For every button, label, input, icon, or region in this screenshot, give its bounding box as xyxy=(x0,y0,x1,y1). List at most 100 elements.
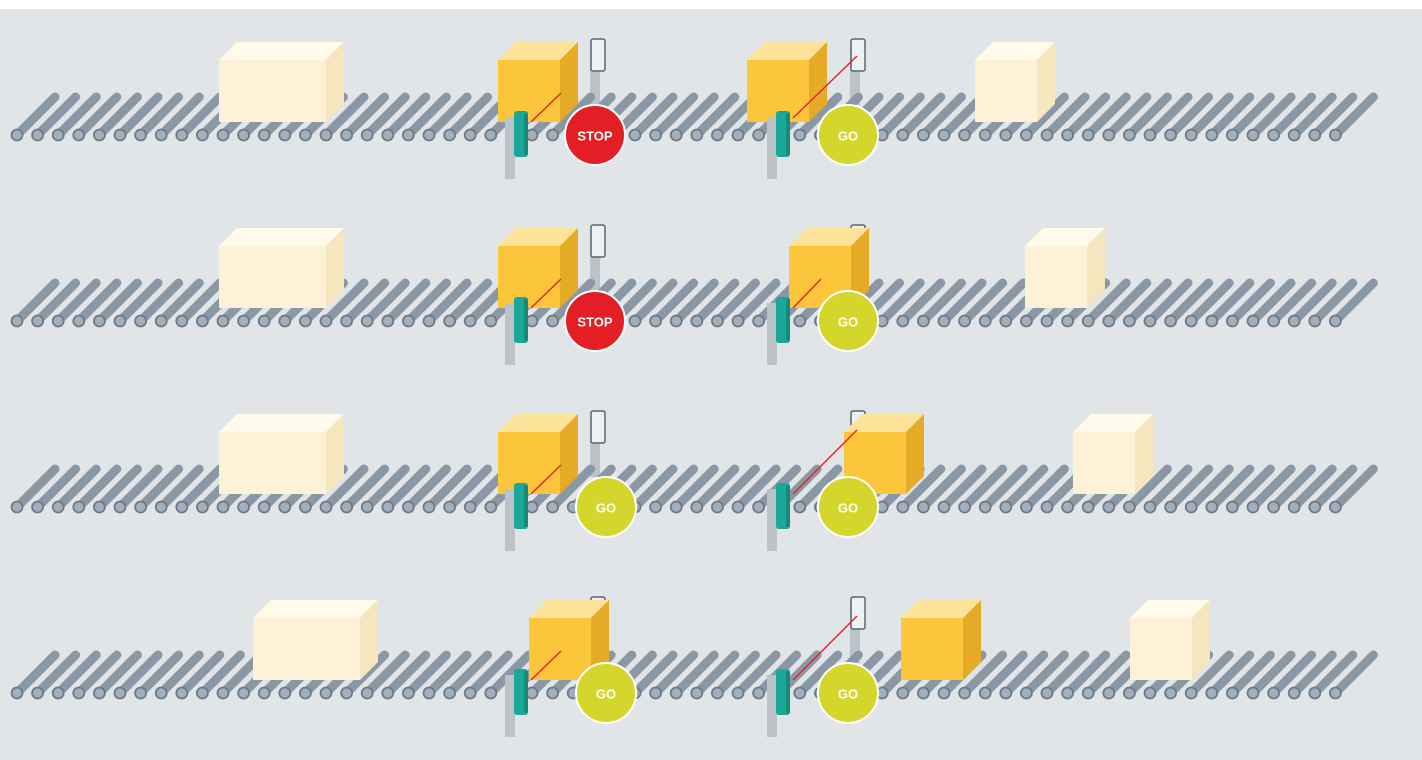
roller xyxy=(1145,92,1193,140)
roller xyxy=(548,464,596,512)
roller-end xyxy=(1205,686,1219,700)
roller-end xyxy=(31,128,44,142)
conveyor-belt xyxy=(10,464,1378,514)
roller-end xyxy=(1287,686,1301,700)
roller xyxy=(177,464,225,512)
signal-label: STOP xyxy=(577,315,612,330)
roller xyxy=(651,650,699,698)
box-side xyxy=(1037,42,1055,122)
signal-disc xyxy=(817,476,879,538)
roller-end xyxy=(793,128,807,142)
roller xyxy=(1248,650,1296,698)
box-top xyxy=(747,42,827,60)
roller-end xyxy=(72,500,86,514)
roller xyxy=(1083,278,1131,326)
box-side xyxy=(963,600,981,680)
roller-end xyxy=(731,128,745,142)
roller-end xyxy=(731,686,745,700)
roller xyxy=(939,464,987,512)
receiver-unit xyxy=(850,596,866,630)
roller-end xyxy=(422,686,436,700)
roller-end xyxy=(93,314,106,328)
roller xyxy=(1227,464,1275,512)
roller-end xyxy=(237,686,251,700)
roller-end xyxy=(711,500,724,514)
roller-end xyxy=(216,500,230,514)
roller-end xyxy=(1308,314,1322,328)
roller xyxy=(342,464,390,512)
roller xyxy=(1042,650,1090,698)
roller xyxy=(33,464,81,512)
roller xyxy=(403,278,451,326)
roller-end xyxy=(175,686,189,700)
roller xyxy=(651,464,699,512)
roller-end xyxy=(278,314,292,328)
roller xyxy=(403,464,451,512)
roller xyxy=(1166,92,1214,140)
roller xyxy=(1310,92,1358,140)
roller xyxy=(33,278,81,326)
go-signal: GO xyxy=(575,662,637,724)
laser-beam xyxy=(530,278,562,309)
roller-end xyxy=(1102,686,1116,700)
roller-end xyxy=(381,686,395,700)
roller-end xyxy=(51,128,65,142)
box-top xyxy=(844,414,924,432)
roller-end xyxy=(690,314,704,328)
roller-end xyxy=(298,128,312,142)
roller-end xyxy=(134,314,148,328)
roller xyxy=(383,278,431,326)
roller-end xyxy=(93,686,106,700)
roller xyxy=(1330,464,1378,512)
roller-end xyxy=(175,314,189,328)
roller-end xyxy=(958,128,971,142)
roller-end xyxy=(690,686,704,700)
roller xyxy=(424,278,472,326)
box-side xyxy=(560,228,578,308)
roller xyxy=(692,278,740,326)
box-side xyxy=(851,228,869,308)
roller-end xyxy=(546,686,559,700)
roller-end xyxy=(237,314,251,328)
roller-end xyxy=(793,314,807,328)
roller-end xyxy=(278,128,292,142)
laser-beam xyxy=(792,429,858,495)
box-front xyxy=(219,432,326,494)
roller xyxy=(1227,92,1275,140)
roller-end xyxy=(319,500,333,514)
roller xyxy=(136,650,184,698)
roller-end xyxy=(31,314,44,328)
roller-end xyxy=(134,500,148,514)
box-top xyxy=(219,42,344,60)
roller-end xyxy=(443,128,457,142)
roller-end xyxy=(175,500,189,514)
box-top xyxy=(498,414,578,432)
receiver-post xyxy=(850,45,860,105)
roller-end xyxy=(1267,128,1280,142)
light-box xyxy=(1073,414,1153,494)
roller xyxy=(362,92,410,140)
yellow-box xyxy=(844,414,924,494)
sensor-head-shade xyxy=(786,113,790,155)
light-box xyxy=(219,228,344,308)
roller-end xyxy=(1329,686,1342,700)
roller-end xyxy=(1123,314,1136,328)
roller xyxy=(53,650,101,698)
box-front xyxy=(1130,618,1192,680)
roller-end xyxy=(463,314,477,328)
roller-end xyxy=(1329,314,1342,328)
yellow-box xyxy=(529,600,609,680)
roller xyxy=(177,92,225,140)
box-top xyxy=(219,414,344,432)
roller xyxy=(383,650,431,698)
roller xyxy=(321,278,369,326)
roller xyxy=(1186,650,1234,698)
roller xyxy=(1166,278,1214,326)
roller-end xyxy=(937,314,951,328)
roller xyxy=(960,464,1008,512)
roller-end xyxy=(463,686,477,700)
roller-end xyxy=(1123,128,1136,142)
roller-end xyxy=(298,314,312,328)
light-box xyxy=(1025,228,1105,308)
receiver-unit xyxy=(590,410,606,444)
